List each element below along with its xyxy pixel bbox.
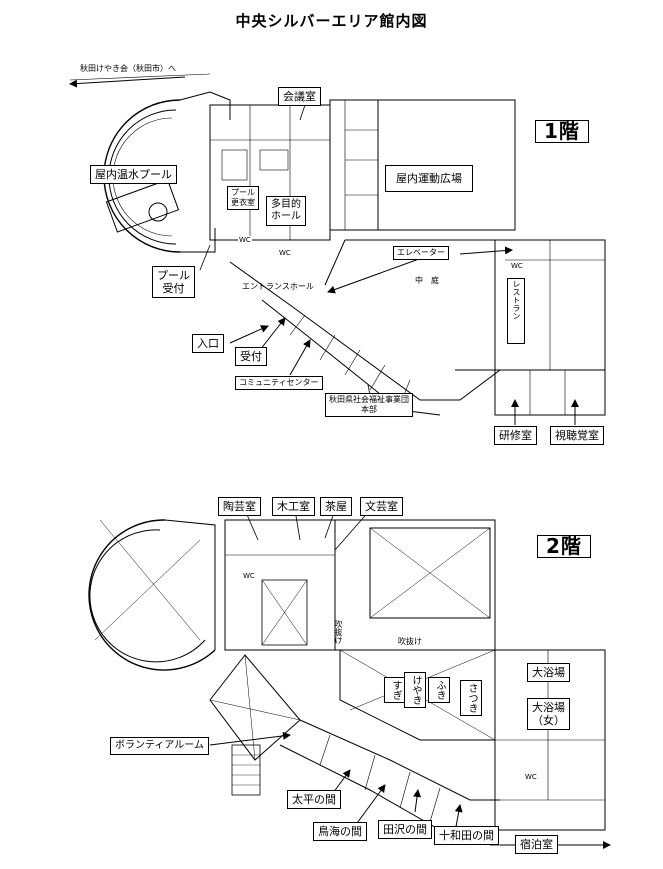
room-sugi: すぎ [384,677,406,703]
room-multipurpose-hall: 多目的 ホール [266,196,306,226]
wc-sign: WC [278,249,292,257]
room-community-center: コミュニティセンター [235,376,323,390]
room-woodwork: 木工室 [272,497,315,516]
room-volunteer: ボランティアルーム [110,737,209,755]
room-lodging: 宿泊室 [515,835,558,854]
room-entrance-hall: エントランスホール [242,282,314,291]
room-fuki: ふき [428,677,450,703]
room-keyaki: けやき [404,672,426,708]
room-atrium: 吹抜け [398,637,422,646]
room-atrium-vertical: 吹抜け [334,620,343,644]
room-training: 研修室 [494,426,537,445]
wc-sign: WC [238,236,252,244]
room-tea: 茶屋 [320,497,352,516]
room-tazawa: 田沢の間 [378,820,432,839]
room-elevator: エレベーター [393,246,449,260]
room-courtyard: 中 庭 [415,276,439,285]
room-taihei: 太平の間 [287,790,341,809]
room-bath-women: 大浴場 （女） [527,698,570,730]
room-pool-reception: プール 受付 [152,266,195,298]
room-meeting: 会議室 [278,87,321,106]
room-towada: 十和田の間 [434,826,499,845]
floor2-heading: 2階 [537,535,591,558]
room-indoor-pool: 屋内温水プール [90,165,177,184]
room-entrance: 入口 [192,334,224,353]
wc-sign: WC [242,572,256,580]
room-reception: 受付 [235,347,267,366]
wc-sign: WC [524,773,538,781]
room-chokai: 鳥海の間 [313,822,367,841]
room-satsuki: さつき [460,680,482,716]
direction-arrow [69,76,186,88]
room-pool-changing: プール 更衣室 [227,186,259,210]
room-pottery: 陶芸室 [218,497,261,516]
floor1-heading: 1階 [535,120,589,143]
direction-note: 秋田けやき会（秋田市）へ [80,64,176,73]
room-literature: 文芸室 [360,497,403,516]
room-indoor-sports: 屋内運動広場 [385,165,473,192]
room-social-welfare: 秋田県社会福祉事業団 本部 [325,393,413,417]
room-av: 視聴覚室 [550,426,604,445]
room-bath-big: 大浴場 [527,663,570,682]
page-title: 中央シルバーエリア館内図 [235,12,428,30]
room-restaurant: レストラン [507,278,525,344]
wc-sign: WC [510,262,524,270]
